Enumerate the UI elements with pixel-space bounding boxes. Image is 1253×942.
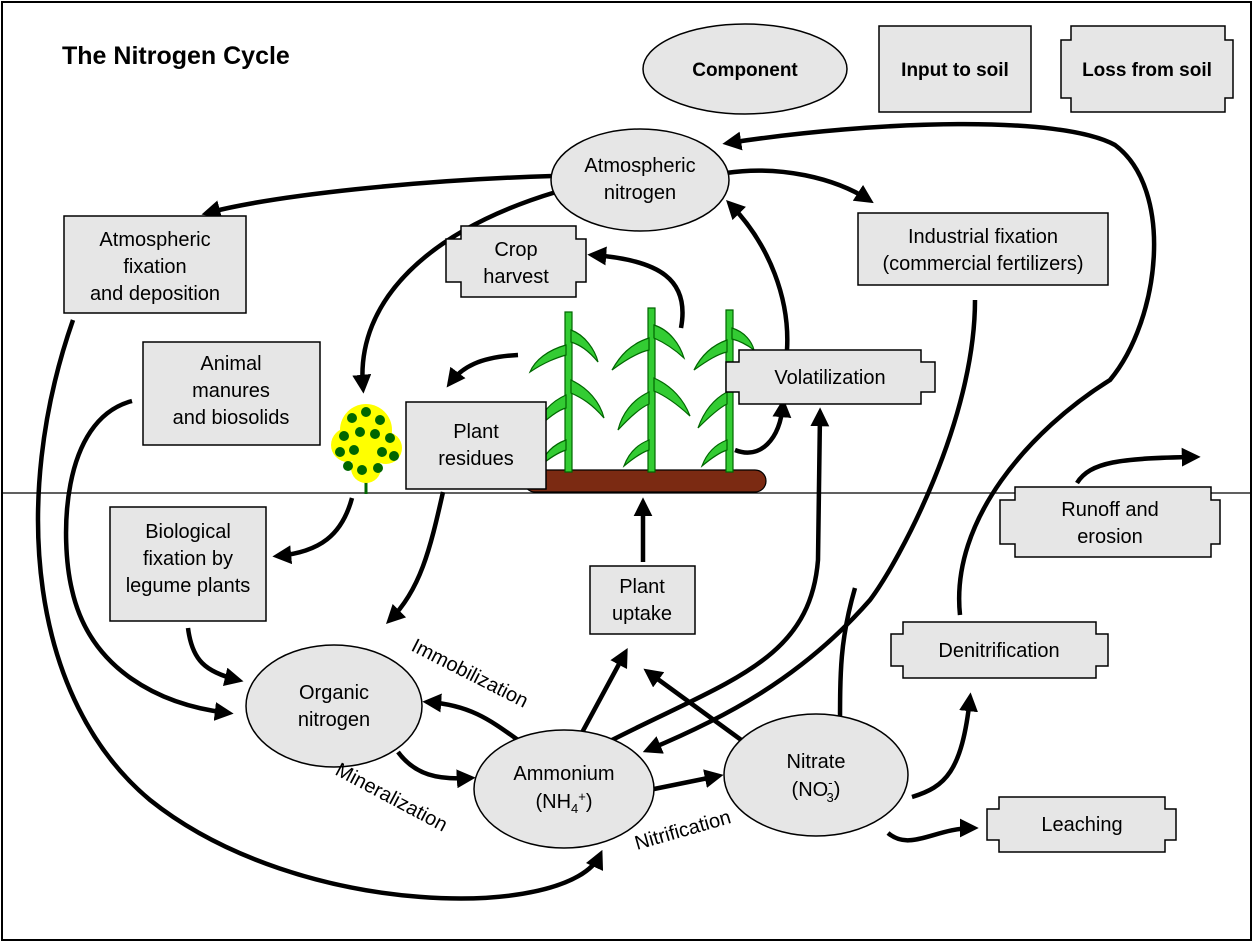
legend-component-ellipse (642, 23, 848, 115)
leaching-label: Leaching (1041, 814, 1122, 836)
arrow-runoff (1075, 447, 1201, 485)
corn-plant-3 (693, 309, 755, 473)
animal-manures-line3: and biosolids (173, 407, 290, 429)
legume-tree-icon (331, 404, 402, 494)
biological-line3: legume plants (126, 575, 251, 597)
atmospheric-nitrogen-line2: nitrogen (604, 182, 676, 204)
ammonium-node (473, 729, 655, 849)
arrow-nitrate-to-plant-uptake (643, 668, 746, 744)
ammonium-line1: Ammonium (513, 763, 614, 785)
ammonium-formula: (NH4+) (535, 789, 592, 816)
legend-loss-label: Loss from soil (1082, 60, 1212, 81)
crop-harvest-box (445, 225, 587, 298)
corn-plant-2 (611, 307, 691, 473)
atm-fixation-line3: and deposition (90, 283, 220, 305)
arrow-organic-to-ammonium (396, 750, 476, 789)
crop-harvest-line1: Crop (494, 239, 537, 261)
organic-nitrogen-line1: Organic (299, 682, 369, 704)
arrow-atmospheric-to-industrial (725, 168, 874, 204)
volatilization-box (725, 349, 936, 405)
animal-manures-line1: Animal (200, 353, 261, 375)
arrow-nitrate-to-denitrification (911, 692, 978, 800)
immobilization-label: Immobilization (408, 635, 532, 713)
corn-plants-illustration (523, 307, 767, 493)
runoff-line1: Runoff and (1061, 499, 1159, 521)
crop-harvest-line2: harvest (483, 266, 549, 288)
organic-nitrogen-node (245, 644, 423, 768)
arrow-nitrate-to-leaching (886, 818, 979, 843)
arrow-ammonium-to-plant-uptake (576, 648, 628, 742)
plant-residues-box (405, 401, 547, 490)
soil-strip (523, 469, 767, 493)
plant-residues-line2: residues (438, 448, 514, 470)
runoff-erosion-box (999, 486, 1221, 558)
arrow-ammonium-to-volatilization (610, 407, 830, 743)
arrow-crop-to-harvest (587, 246, 685, 329)
arrow-industrial-to-nitrate (830, 587, 858, 739)
atmospheric-nitrogen-line1: Atmospheric (584, 155, 695, 177)
mineralization-label: Mineralization (332, 759, 451, 836)
plant-residues-line1: Plant (453, 421, 499, 443)
arrow-crop-to-plant-residues (446, 352, 519, 388)
animal-manures-box (142, 341, 321, 446)
nitrification-label: Nitrification (632, 806, 733, 854)
leaching-box (986, 796, 1177, 853)
arrow-denitrification-to-atmospheric (722, 121, 1157, 616)
diagram-title: The Nitrogen Cycle (62, 42, 290, 70)
arrow-volatilization-to-atmospheric (726, 199, 790, 351)
denitrification-box (890, 621, 1109, 679)
arrow-ammonium-to-organic (422, 693, 520, 742)
denitrification-label: Denitrification (938, 640, 1059, 662)
nitrate-line1: Nitrate (787, 751, 846, 773)
animal-manures-line2: manures (192, 380, 270, 402)
atm-fixation-line1: Atmospheric (99, 229, 210, 251)
arrow-atmospheric-to-atm-fixation (201, 173, 554, 219)
arrow-crop-to-volatilization (734, 398, 792, 455)
arrow-animal-manures-to-organic (63, 398, 234, 721)
arrow-plant-residues-to-organic (385, 491, 446, 625)
nitrate-node (723, 713, 909, 837)
legend-input-label: Input to soil (901, 60, 1009, 81)
legend-component-label: Component (692, 60, 798, 81)
biological-line2: fixation by (143, 548, 233, 570)
legend-input-box (878, 25, 1032, 113)
cycle-arrows (35, 121, 1201, 901)
legend-loss-box (1060, 25, 1234, 113)
arrow-industrial-to-ammonium (642, 299, 978, 754)
arrow-ammonium-to-nitrate (653, 769, 724, 792)
plant-uptake-line2: uptake (612, 603, 672, 625)
arrow-atmospheric-to-legume-tree (352, 189, 557, 394)
plant-uptake-line1: Plant (619, 576, 665, 598)
arrow-biological-to-organic (185, 627, 244, 687)
industrial-fixation-box (857, 212, 1109, 286)
atm-fixation-line2: fixation (123, 256, 186, 278)
plant-uptake-box (589, 565, 696, 635)
atmospheric-nitrogen-node (550, 128, 730, 232)
arrow-tree-to-biological (272, 497, 355, 565)
organic-nitrogen-line2: nitrogen (298, 709, 370, 731)
biological-fixation-box (109, 506, 267, 622)
volatilization-label: Volatilization (774, 367, 885, 389)
runoff-line2: erosion (1077, 526, 1143, 548)
arrow-atm-fixation-to-ammonium (35, 319, 603, 901)
biological-line1: Biological (145, 521, 231, 543)
industrial-line1: Industrial fixation (908, 226, 1058, 248)
nitrate-formula: (NO-3) (792, 775, 841, 805)
industrial-line2: (commercial fertilizers) (882, 253, 1083, 275)
atmospheric-fixation-box (63, 215, 247, 314)
